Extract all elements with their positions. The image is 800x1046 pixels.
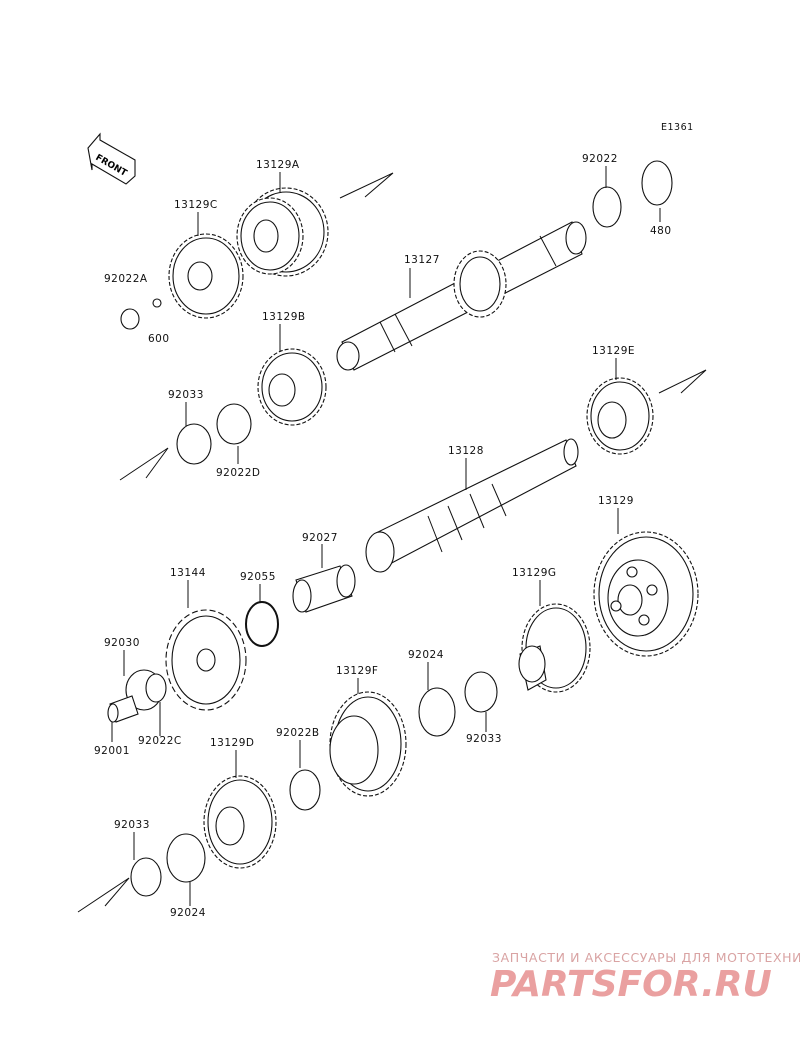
label-92024-upper: 92024 [408, 649, 444, 661]
gear-13129a [236, 187, 329, 277]
label-92033-middle: 92033 [466, 733, 502, 745]
shaft-13127 [336, 221, 587, 371]
circlip-92033-lower [130, 857, 162, 897]
label-92027: 92027 [302, 532, 338, 544]
oring-92055 [245, 601, 279, 647]
label-92033-upper: 92033 [168, 389, 204, 401]
label-92001: 92001 [94, 745, 130, 757]
label-92033-lower: 92033 [114, 819, 150, 831]
front-arrow-icon: FRONT [87, 132, 136, 185]
label-13128: 13128 [448, 445, 484, 457]
washer-92022 [592, 186, 622, 228]
circlip-480 [641, 160, 673, 206]
watermark-tagline: ЗАПЧАСТИ И АКСЕССУАРЫ ДЛЯ МОТОТЕХНИКИ [492, 950, 800, 965]
label-92022c: 92022C [138, 735, 182, 747]
gear-13129c [168, 233, 244, 319]
gear-13129e [586, 377, 654, 455]
label-92022b: 92022B [276, 727, 320, 739]
axis-guide-lines [77, 172, 707, 913]
washer-92022d [216, 403, 252, 445]
label-600: 600 [148, 333, 170, 345]
label-92022: 92022 [582, 153, 618, 165]
watermark: ЗАПЧАСТИ И АКСЕССУАРЫ ДЛЯ МОТОТЕХНИКИ PA… [490, 950, 800, 1005]
washer-92024-lower [166, 833, 206, 883]
label-92030: 92030 [104, 637, 140, 649]
bushing-92027 [292, 564, 356, 613]
label-13129c: 13129C [174, 199, 218, 211]
gear-13129f [329, 691, 407, 797]
label-13129f: 13129F [336, 665, 378, 677]
label-13129a: 13129A [256, 159, 300, 171]
shaft-13128 [365, 438, 579, 573]
label-480: 480 [650, 225, 672, 237]
label-92055: 92055 [240, 571, 276, 583]
sprocket-13144 [165, 609, 247, 711]
label-13129e: 13129E [592, 345, 635, 357]
gear-13129 [593, 531, 699, 657]
label-13127: 13127 [404, 254, 440, 266]
gear-13129g [518, 603, 591, 693]
watermark-brand: PARTSFOR.RU [490, 964, 772, 1005]
gear-13129d [203, 775, 277, 869]
label-92022d: 92022D [216, 467, 261, 479]
circlip-92033-upper [176, 423, 212, 465]
label-13129: 13129 [598, 495, 634, 507]
washer-92022a [120, 308, 140, 330]
part-labels: 13129A 13129C 92022A 600 13127 92022 480… [94, 153, 672, 919]
label-92024-lower: 92024 [170, 907, 206, 919]
label-13129d: 13129D [210, 737, 255, 749]
label-13129g: 13129G [512, 567, 557, 579]
leader-lines [111, 166, 661, 906]
gear-13129b [257, 348, 327, 426]
label-13129b: 13129B [262, 311, 306, 323]
washer-92024-upper [418, 687, 456, 737]
sprocket-retainer [107, 669, 167, 723]
circlip-92033-middle [464, 671, 498, 713]
diagram-code: E1361 [661, 122, 694, 133]
washer-92022b [289, 769, 321, 811]
label-13144: 13144 [170, 567, 206, 579]
ball-600 [152, 298, 162, 308]
label-92022a: 92022A [104, 273, 148, 285]
